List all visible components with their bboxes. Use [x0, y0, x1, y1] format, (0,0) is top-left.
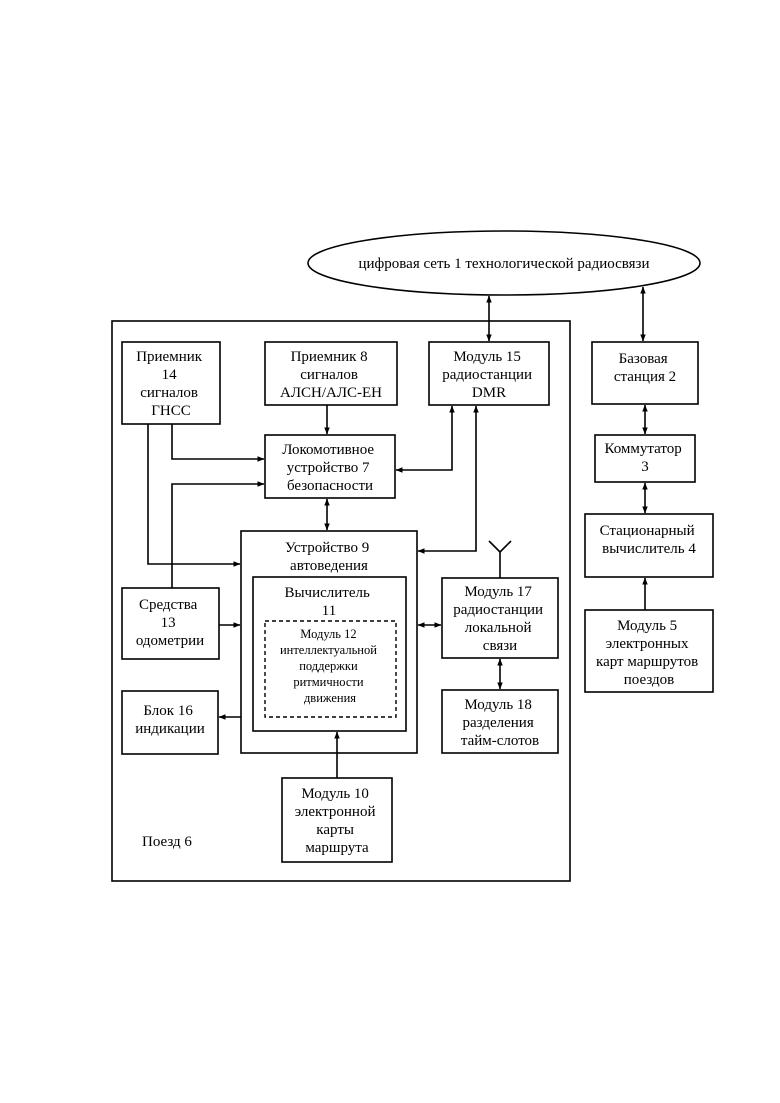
display-unit-16-block: Блок 16 индикации: [122, 691, 218, 754]
receiver-8-alsn-block: Приемник 8 сигналов АЛСН/АЛС-ЕН: [265, 342, 397, 405]
timeslot-module-18-block: Модуль 18 разделения тайм-слотов: [442, 690, 558, 753]
radio-network-ellipse: цифровая сеть 1 технологической радиосвя…: [308, 231, 700, 295]
route-map-module-10-block: Модуль 10 электронной карты маршрута: [282, 778, 392, 862]
network-label: цифровая сеть 1 технологической радиосвя…: [359, 256, 650, 272]
odometry-13-block: Средства 13 одометрии: [122, 588, 219, 659]
safety-device-7-block: Локомотивное устройство 7 безопасности: [265, 435, 395, 498]
svg-text:Модуль 18 разделения: Модуль 18 разделения тайм-слотов: [461, 697, 539, 749]
antenna-icon: [489, 541, 511, 578]
dmr-radio-module-15-block: Модуль 15 радиостанции DMR: [429, 342, 549, 405]
svg-text:Локомотивное устройство: Локомотивное устройство 7 безопасности: [282, 442, 378, 494]
receiver-14-gnss-block: Приемник 14 сигналов ГНСС: [122, 342, 220, 424]
base-station-2-block: Базовая станция 2: [592, 342, 698, 404]
switch-3-block: Коммутатор 3: [595, 435, 695, 482]
stationary-computer-4-block: Стационарный вычислитель 4: [585, 514, 713, 577]
train-route-maps-module-5-block: Модуль 5 электронных карт маршрутов поез…: [585, 610, 713, 692]
local-radio-module-17-block: Модуль 17 радиостанции локальной связи: [442, 578, 558, 658]
train-label: Поезд 6: [142, 834, 192, 850]
